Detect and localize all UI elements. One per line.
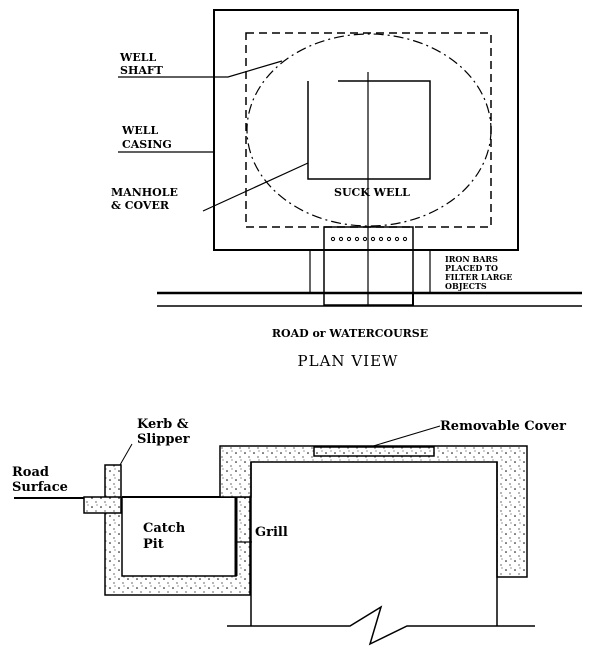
suck-well-walls: [219, 445, 528, 578]
label-catch-pit-2: Pit: [143, 537, 164, 552]
label-road: ROAD or WATERCOURSE: [272, 327, 428, 340]
manhole-box: [307, 80, 431, 180]
well-ellipse: [246, 33, 492, 227]
label-well-shaft-1: WELL: [119, 51, 156, 64]
label-kerb-1: Kerb &: [137, 417, 189, 432]
label-removable-cover: Removable Cover: [440, 419, 566, 434]
iron-bars-grate: [323, 226, 414, 306]
label-road-surface-2: Surface: [12, 480, 68, 495]
iron-bars-dots: [330, 236, 408, 242]
label-iron-bars-4: OBJECTS: [445, 281, 487, 291]
label-iron-bars-1: IRON BARS: [445, 254, 498, 264]
removable-cover: [313, 446, 435, 457]
label-iron-bars-3: FILTER LARGE: [445, 272, 512, 282]
well-casing-outline: [213, 9, 519, 251]
label-suck-well: SUCK WELL: [334, 186, 410, 199]
label-road-surface-1: Road: [12, 465, 49, 480]
label-catch-pit-1: Catch: [143, 521, 186, 536]
ground-break-line: [227, 605, 535, 646]
label-well-shaft-2: SHAFT: [120, 64, 164, 77]
plan-view-title: PLAN VIEW: [298, 352, 399, 370]
label-well-casing-1: WELL: [121, 124, 158, 137]
label-grill: Grill: [255, 525, 288, 540]
section-view: Kerb & Slipper Road Surface Catch Pit Gr…: [12, 417, 566, 646]
label-kerb-2: Slipper: [137, 432, 190, 447]
label-manhole-2: & COVER: [111, 199, 170, 212]
label-iron-bars-2: PLACED TO: [445, 263, 498, 273]
road-slab: [83, 496, 122, 514]
kerb: [104, 464, 122, 499]
plan-view: WELL SHAFT WELL CASING MANHOLE & COVER S…: [111, 9, 582, 370]
catch-pit-walls: [104, 496, 251, 596]
label-manhole-1: MANHOLE: [111, 186, 178, 199]
label-well-casing-2: CASING: [122, 138, 172, 151]
